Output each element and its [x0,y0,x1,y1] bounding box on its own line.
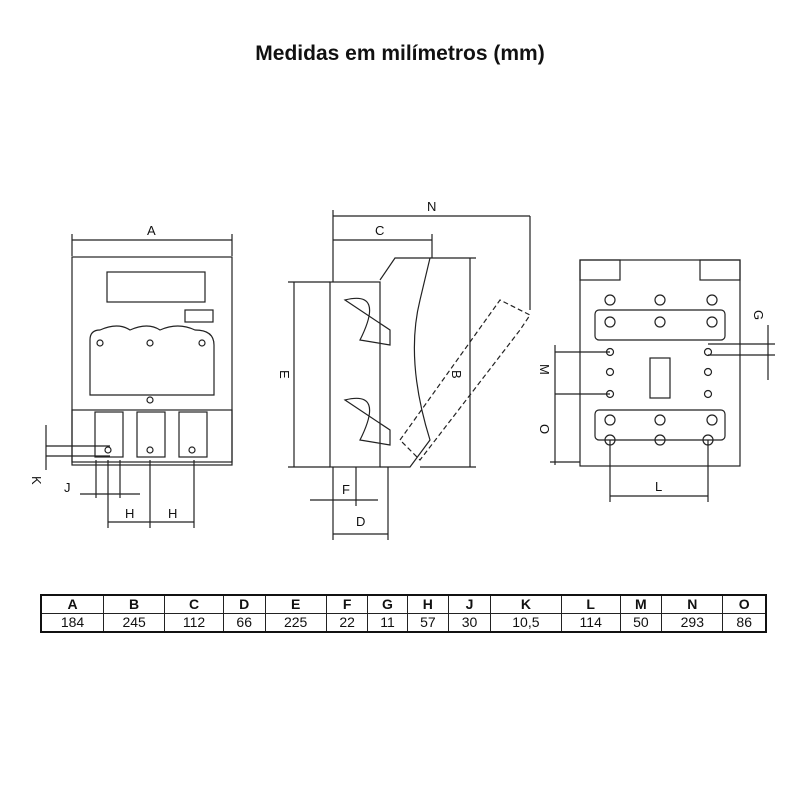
table-header-cell: C [164,594,224,614]
label-b: B [449,370,464,379]
page-title: Medidas em milímetros (mm) [255,42,545,65]
label-j: J [64,480,71,495]
table-header-cell: D [222,594,266,614]
table-header-cell: L [560,594,621,614]
table-header-cell: M [619,594,663,614]
table-value-cell: 50 [619,613,663,633]
table-value-cell: 66 [222,613,266,633]
label-k: K [29,476,44,485]
table-value-cell: 10,5 [489,613,562,633]
table-header-cell: A [40,594,104,614]
label-e: E [277,370,292,379]
label-f: F [342,482,350,497]
table-header-cell: J [448,594,491,614]
label-l: L [655,479,662,494]
table-header-cell: G [367,594,408,614]
table-header-cell: K [489,594,562,614]
label-m: M [537,364,552,375]
label-g: G [751,310,766,320]
table-header-cell: B [102,594,166,614]
table-value-cell: 114 [560,613,621,633]
table-header-cell: O [722,594,767,614]
label-n: N [427,199,436,214]
table-value-cell: 11 [367,613,408,633]
table-header-cell: F [325,594,369,614]
label-a: A [147,223,156,238]
table-value-cell: 57 [406,613,450,633]
table-value-cell: 30 [448,613,491,633]
table-value-cell: 86 [722,613,767,633]
table-value-cell: 225 [264,613,327,633]
table-value-cell: 22 [325,613,369,633]
label-d: D [356,514,365,529]
table-header-cell: E [264,594,327,614]
table-header-cell: H [406,594,450,614]
label-h-1: H [125,506,134,521]
table-value-cell: 245 [102,613,166,633]
label-o: O [537,424,552,434]
back-view [550,259,775,502]
label-h-2: H [168,506,177,521]
table-value-cell: 112 [164,613,224,633]
dimension-labels: A C N E B F D K J H H G M O L [29,199,766,529]
table-value-cell: 293 [661,613,724,633]
front-view [45,234,233,528]
side-view [288,210,531,540]
table-header-cell: N [661,594,724,614]
table-value-cell: 184 [40,613,104,633]
label-c: C [375,223,384,238]
